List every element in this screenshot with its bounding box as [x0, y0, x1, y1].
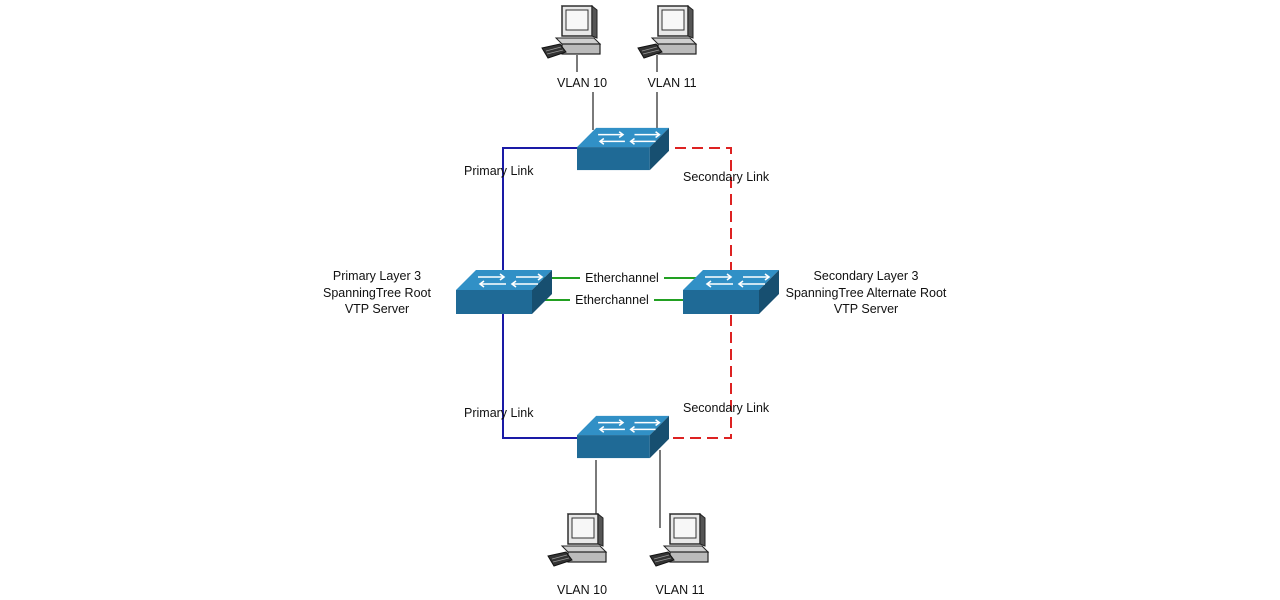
secondary-link-bottom: [658, 315, 732, 439]
primary-core-switch-icon: [456, 269, 552, 315]
secondary-core-switch-icon: [683, 269, 779, 315]
pc-bottom-left-label: VLAN 10: [557, 583, 607, 597]
primary-core-line-2: SpanningTree Root: [323, 286, 431, 300]
secondary-core-line-1: Secondary Layer 3: [814, 269, 919, 283]
secondary-link-top-label: Secondary Link: [683, 170, 770, 184]
etherchannel-label-1: Etherchannel: [585, 271, 659, 285]
primary-link-bottom: [502, 310, 577, 439]
primary-link-top: [502, 147, 577, 290]
etherchannel-label-2: Etherchannel: [575, 293, 649, 307]
pc-top-right-label: VLAN 11: [647, 76, 696, 90]
pc-bottom-left-computer-icon: [547, 513, 607, 567]
primary-core-line-1: Primary Layer 3: [333, 269, 421, 283]
pc-top-right-computer-icon: [637, 5, 697, 59]
pc-bottom-right-label: VLAN 11: [655, 583, 704, 597]
primary-link-top-label: Primary Link: [464, 164, 534, 178]
primary-link-bottom-label: Primary Link: [464, 406, 534, 420]
access-link-top-left: [576, 55, 594, 130]
secondary-core-line-2: SpanningTree Alternate Root: [786, 286, 947, 300]
secondary-link-bottom-label: Secondary Link: [683, 401, 770, 415]
secondary-link-top: [658, 147, 732, 290]
secondary-core-line-3: VTP Server: [834, 302, 898, 316]
primary-core-line-3: VTP Server: [345, 302, 409, 316]
access-switch-bottom-switch-icon: [577, 415, 669, 459]
secondary-core-label: Secondary Layer 3 SpanningTree Alternate…: [786, 269, 947, 316]
pc-top-left-computer-icon: [541, 5, 601, 59]
access-switch-top-switch-icon: [577, 127, 669, 171]
pc-top-left-label: VLAN 10: [557, 76, 607, 90]
pc-bottom-right-computer-icon: [649, 513, 709, 567]
primary-core-label: Primary Layer 3 SpanningTree Root VTP Se…: [323, 269, 431, 316]
